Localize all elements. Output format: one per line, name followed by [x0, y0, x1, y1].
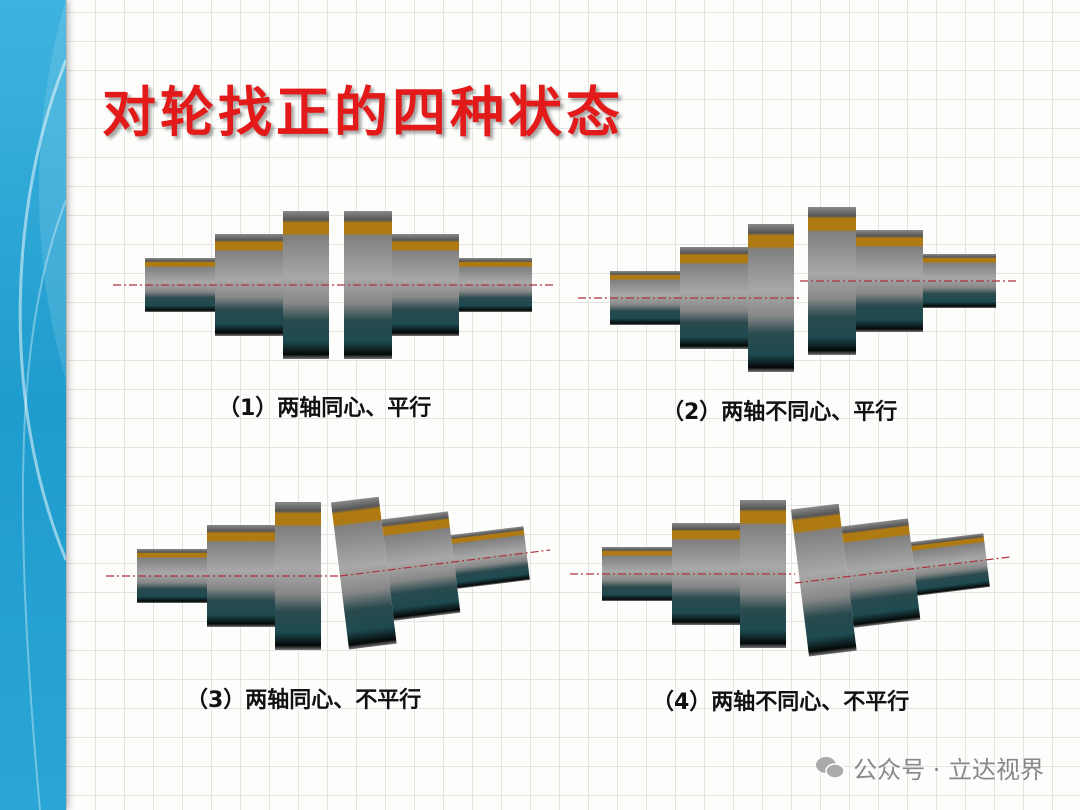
centerline-right-3: [339, 549, 551, 577]
caption-2: （2）两轴不同心、平行: [662, 400, 898, 425]
sidebar-decoration: [0, 0, 66, 810]
caption-3: （3）两轴同心、不平行: [186, 688, 422, 713]
watermark: 公众号 · 立达视界: [815, 750, 1044, 785]
caption-4: （4）两轴不同心、不平行: [652, 690, 910, 715]
shaft-left-4: [602, 500, 786, 648]
shaft-right-1: [344, 211, 532, 359]
shaft-right-3: [330, 496, 530, 650]
wechat-icon: [816, 756, 845, 779]
shaft-step: [344, 211, 392, 359]
watermark-text: 公众号 · 立达视界: [853, 756, 1044, 784]
caption-1: （1）两轴同心、平行: [218, 396, 432, 421]
page-title: 对轮找正的四种状态: [102, 80, 624, 144]
wave-decoration: [18, 0, 66, 810]
centerline-right-4: [794, 556, 1011, 584]
